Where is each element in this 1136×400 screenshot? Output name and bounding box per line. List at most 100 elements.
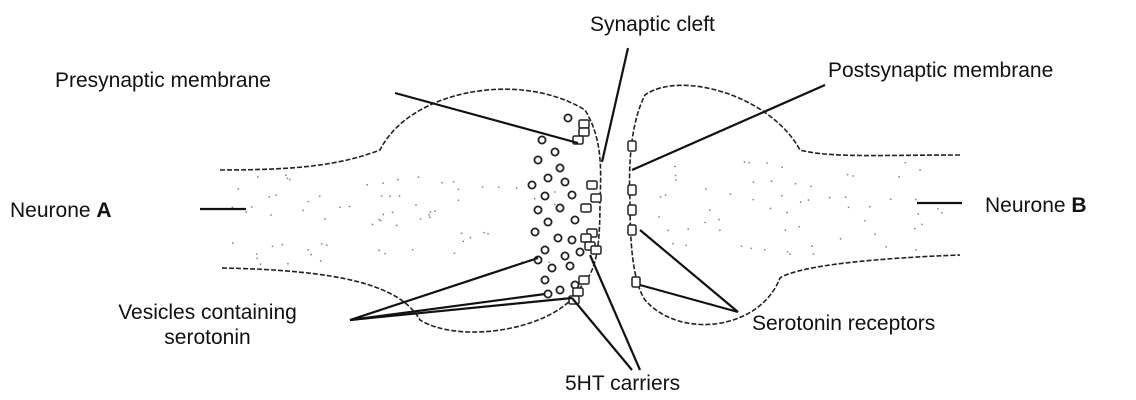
stipple-dot bbox=[770, 208, 772, 210]
neurone-a-outline bbox=[220, 89, 601, 332]
vesicle bbox=[561, 252, 568, 259]
neurone-a-letter: A bbox=[96, 199, 111, 222]
stipple-dot bbox=[554, 203, 556, 205]
stipple-dot bbox=[752, 199, 754, 201]
stipple-dot bbox=[287, 263, 289, 265]
postsynaptic-membrane-pointer bbox=[632, 85, 825, 170]
vesicle bbox=[566, 262, 573, 269]
synaptic-cleft-pointer bbox=[602, 48, 628, 162]
stipple-dot bbox=[665, 194, 667, 196]
stipple-dot bbox=[771, 180, 773, 182]
vesicle bbox=[538, 136, 545, 143]
stipple-dot bbox=[483, 232, 485, 234]
stipple-dot bbox=[392, 211, 394, 213]
vesicle bbox=[571, 216, 578, 223]
vesicle bbox=[541, 246, 548, 253]
vesicle bbox=[548, 264, 555, 271]
receptor-mark bbox=[628, 205, 636, 215]
stipple-dot bbox=[302, 210, 304, 212]
stipple-dot bbox=[482, 186, 484, 188]
stipple-dot bbox=[753, 181, 755, 183]
carrier-mark bbox=[581, 234, 591, 242]
stipple-dot bbox=[310, 254, 312, 256]
stipple-dot bbox=[320, 260, 322, 262]
neurone-b-prefix: Neurone bbox=[985, 194, 1066, 217]
vesicle bbox=[556, 286, 563, 293]
stipple-dot bbox=[705, 188, 707, 190]
stipple-dot bbox=[852, 175, 854, 177]
vesicle bbox=[544, 218, 551, 225]
stipple-dot bbox=[675, 179, 677, 181]
neurone-a-prefix: Neurone bbox=[10, 199, 91, 222]
carrier-mark bbox=[579, 276, 589, 284]
stipple-dot bbox=[719, 229, 721, 231]
stipple-dot bbox=[764, 249, 766, 251]
stipple-dot bbox=[787, 251, 789, 253]
stipple-dot bbox=[380, 220, 382, 222]
stipple-dot bbox=[917, 213, 919, 215]
stipple-dot bbox=[349, 206, 351, 208]
stipple-dot bbox=[260, 263, 262, 265]
stipple-dot bbox=[874, 233, 876, 235]
stipple-dot bbox=[498, 186, 500, 188]
stipple-dot bbox=[372, 224, 374, 226]
stipple-dot bbox=[285, 174, 287, 176]
stipple-dot bbox=[848, 206, 850, 208]
vesicle bbox=[556, 204, 563, 211]
vesicles-label-line1: Vesicles containing bbox=[80, 300, 335, 325]
stipple-dot bbox=[378, 250, 380, 252]
stipple-dot bbox=[270, 214, 272, 216]
stipple-dot bbox=[396, 225, 398, 227]
stipple-dot bbox=[914, 228, 916, 230]
carrier-mark bbox=[581, 204, 591, 212]
stipple-dot bbox=[382, 182, 384, 184]
stipple-dot bbox=[319, 195, 321, 197]
stipple-dot bbox=[458, 188, 460, 190]
vesicle bbox=[568, 236, 575, 243]
stipple-dot bbox=[864, 220, 866, 222]
carriers-label: 5HT carriers bbox=[565, 371, 680, 396]
stipple-dot bbox=[840, 238, 842, 240]
stipple-dot bbox=[785, 229, 787, 231]
stipple-dot bbox=[744, 161, 746, 163]
stipple-dot bbox=[869, 206, 871, 208]
stipple-dot bbox=[366, 184, 368, 186]
receptor-mark bbox=[628, 185, 636, 195]
synaptic-cleft-label: Synaptic cleft bbox=[590, 12, 715, 37]
stipple-dot bbox=[378, 219, 380, 221]
stipple-dot bbox=[750, 247, 752, 249]
carrier-mark bbox=[579, 120, 589, 128]
carriers-pointer-2 bbox=[590, 255, 640, 370]
stipple-dot bbox=[554, 191, 556, 193]
stipple-dot bbox=[382, 214, 384, 216]
stipple-dot bbox=[430, 211, 432, 213]
stipple-dot bbox=[397, 179, 399, 181]
stipple-dot bbox=[789, 253, 791, 255]
stipple-dot bbox=[257, 176, 259, 178]
stipple-dot bbox=[399, 195, 401, 197]
stipple-dot bbox=[667, 230, 669, 232]
stipple-dot bbox=[548, 261, 550, 263]
stipple-dot bbox=[307, 201, 309, 203]
stipple-dot bbox=[674, 166, 676, 168]
stipple-dot bbox=[813, 253, 815, 255]
vesicle bbox=[564, 114, 571, 121]
vesicle bbox=[541, 276, 548, 283]
stipple-dot bbox=[898, 176, 900, 178]
stipple-dot bbox=[919, 169, 921, 171]
stipple-dot bbox=[418, 176, 420, 178]
receptor-mark bbox=[628, 225, 636, 235]
stipple-dot bbox=[685, 245, 687, 247]
stipple-dot bbox=[808, 199, 810, 201]
stipple-dot bbox=[921, 224, 923, 226]
neurone-a-label: Neurone A bbox=[10, 198, 112, 223]
presynaptic-membrane-pointer bbox=[395, 93, 578, 143]
vesicles-label-line2: serotonin bbox=[80, 325, 335, 350]
carrier-mark bbox=[579, 128, 589, 136]
stipple-dot bbox=[811, 245, 813, 247]
stipple-dot bbox=[454, 252, 456, 254]
stipple-dot bbox=[915, 249, 917, 251]
stipple-dot bbox=[429, 216, 431, 218]
stipple-dot bbox=[885, 246, 887, 248]
stipple-dot bbox=[937, 208, 939, 210]
